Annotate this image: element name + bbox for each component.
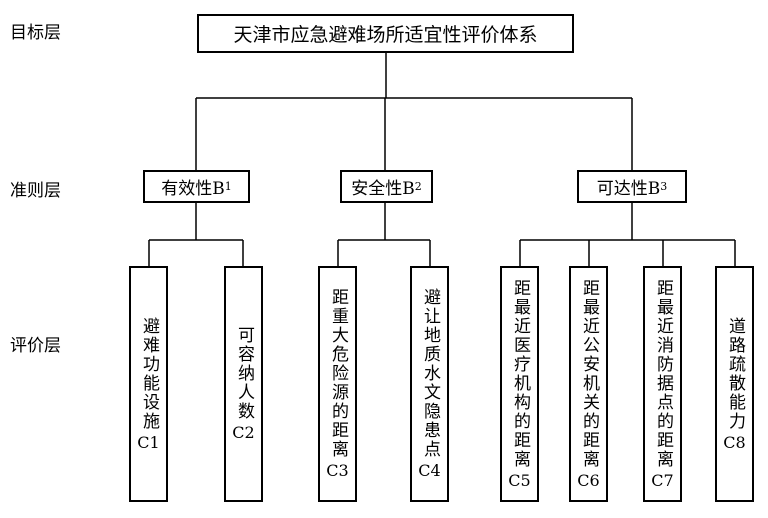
indicator-node-c4: 避让地质水文隐患点 C4 [410,266,449,502]
indicator-node-code: C4 [418,461,441,480]
indicator-node-c1: 避难功能设施 C1 [129,266,168,502]
indicator-layer-label: 评价层 [10,336,61,356]
criterion-node-subscript: 3 [660,180,668,193]
criteria-layer-label: 准则层 [10,181,61,201]
indicator-node-text: 避难功能设施 [139,316,159,431]
goal-layer-label: 目标层 [10,23,61,43]
indicator-node-text: 距重大危险源的距离 [328,288,348,459]
indicator-node-c2: 可容纳人数 C2 [224,266,263,502]
indicator-node-code: C6 [577,470,600,490]
indicator-node-text: 可容纳人数 [234,326,254,421]
indicator-node-text: 距最近公安机关的距离 [579,278,599,469]
indicator-node-code: C3 [326,461,349,480]
indicator-node-c7: 距最近消防据点的距离 C7 [643,266,682,502]
indicator-node-c8: 道路疏散能力 C8 [715,266,754,502]
criterion-node-text: 安全性B [351,179,415,199]
indicator-node-text: 距最近医疗机构的距离 [510,278,530,469]
indicator-node-code: C5 [508,470,531,490]
indicator-node-code: C2 [232,423,255,442]
indicator-node-c3: 距重大危险源的距离 C3 [318,266,357,502]
goal-node: 天津市应急避难场所适宜性评价体系 [197,14,574,53]
indicator-node-code: C7 [651,470,674,490]
indicator-node-code: C8 [723,432,746,452]
indicator-node-text: 避让地质水文隐患点 [420,288,440,459]
indicator-node-c5: 距最近医疗机构的距离 C5 [500,266,539,502]
criterion-node-text: 有效性B [161,179,225,199]
indicator-node-c6: 距最近公安机关的距离 C6 [569,266,608,502]
criterion-node-subscript: 1 [224,180,232,193]
goal-node-text: 天津市应急避难场所适宜性评价体系 [233,24,538,46]
indicator-node-text: 道路疏散能力 [725,316,745,431]
indicator-node-code: C1 [137,432,160,452]
indicator-node-text: 距最近消防据点的距离 [653,278,673,469]
criterion-node-text: 可达性B [596,179,661,199]
criterion-node-subscript: 2 [414,180,422,193]
